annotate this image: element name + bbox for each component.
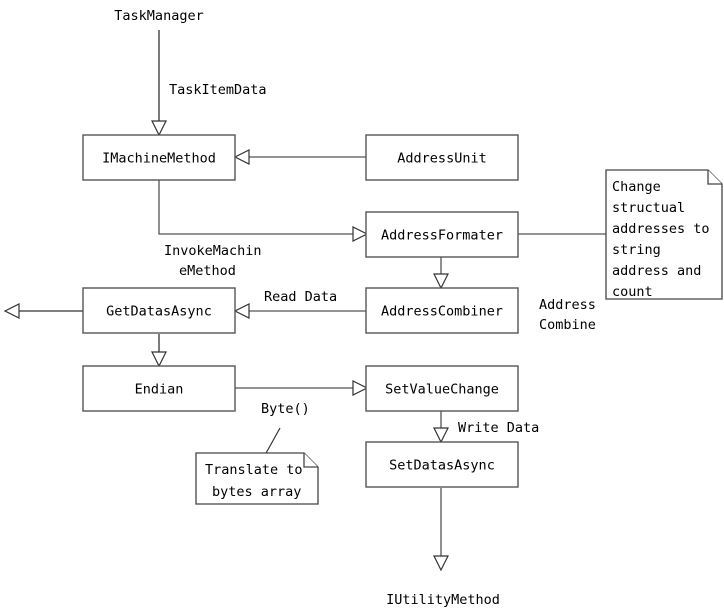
node-addresscombiner[interactable] [365, 287, 519, 334]
note-change-line-6: count [612, 284, 653, 300]
node-addressformater[interactable] [365, 211, 519, 258]
arrowhead-getdatasasync-to-left [3, 303, 20, 319]
node-getdatasasync[interactable] [82, 287, 236, 334]
label-taskitemdata: TaskItemData [169, 82, 267, 98]
label-readdata: Read Data [264, 289, 337, 305]
note-change-line-4: string [612, 242, 661, 258]
label-addresscombine-line2: Combine [539, 317, 596, 333]
note-change-line-2: structual [612, 200, 685, 216]
node-label-addresscombiner: AddressCombiner [381, 304, 503, 320]
node-setvaluechange[interactable] [365, 365, 519, 412]
label-taskmanager: TaskManager [114, 8, 203, 24]
node-label-endian: Endian [135, 382, 184, 398]
node-label-addressunit: AddressUnit [397, 151, 486, 167]
label-byte: Byte() [261, 401, 310, 417]
note-change-line-3: addresses to [612, 221, 710, 237]
note-change-structual[interactable] [605, 169, 723, 300]
note-translate-line-1: Translate to [205, 462, 303, 478]
note-translate-bytes[interactable] [195, 452, 319, 505]
leader-byte-to-translate-note [264, 427, 281, 456]
arrowhead-addressformater-to-addresscombiner [433, 273, 449, 290]
arrowhead-addressunit-to-imachinemethod [233, 149, 250, 165]
arrowhead-getdatasasync-to-endian [151, 351, 167, 368]
note-change-line-5: address and [612, 263, 701, 279]
edge-imachinemethod-to-addressformater [158, 180, 354, 235]
note-change-line-1: Change [612, 179, 661, 195]
label-addresscombine-line1: Address [539, 297, 596, 313]
label-invokemachinemethod-line1: InvokeMachin [164, 243, 262, 259]
arrowhead-endian-to-setvaluechange [352, 380, 369, 396]
arrowhead-setdatasasync-to-iutilitymethod [433, 555, 449, 572]
note-fold-translate-bytes [303, 453, 318, 468]
node-label-setvaluechange: SetValueChange [385, 382, 499, 398]
node-addressunit[interactable] [365, 134, 519, 181]
note-fold-change-structual [707, 170, 722, 185]
node-label-imachinemethod: IMachineMethod [102, 151, 216, 167]
node-setdatasasync[interactable] [365, 441, 519, 488]
note-translate-line-2: bytes array [212, 484, 301, 500]
arrowhead-imachinemethod-to-addressformater [352, 226, 369, 242]
node-label-setdatasasync: SetDatasAsync [389, 458, 495, 474]
label-invokemachinemethod-line2: eMethod [179, 263, 236, 279]
label-writedata: Write Data [458, 420, 539, 436]
arrowhead-addresscombiner-to-getdatasasync [233, 303, 250, 319]
arrowhead-setvaluechange-to-setdatasasync [433, 427, 449, 444]
node-label-getdatasasync: GetDatasAsync [106, 304, 212, 320]
node-label-addressformater: AddressFormater [381, 228, 503, 244]
label-iutilitymethod: IUtilityMethod [386, 592, 500, 608]
node-imachinemethod[interactable] [82, 134, 236, 181]
arrowhead-taskmanager-to-imachinemethod [151, 120, 167, 137]
node-endian[interactable] [82, 365, 236, 412]
